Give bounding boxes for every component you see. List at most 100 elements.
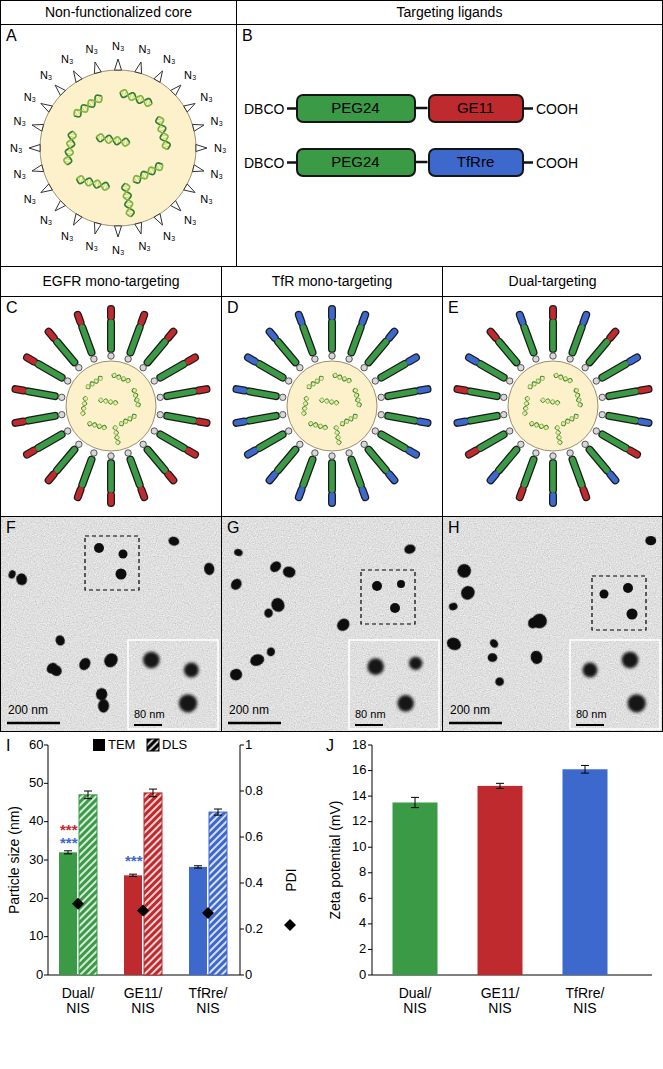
ligand-outline bbox=[524, 327, 533, 352]
error-cap bbox=[194, 868, 202, 869]
ligand-fill bbox=[141, 315, 144, 323]
dna-helix bbox=[131, 387, 141, 407]
dna-helix bbox=[522, 396, 530, 416]
error-cap bbox=[149, 789, 157, 790]
dna-helix bbox=[553, 372, 573, 383]
ligand-fill bbox=[583, 315, 586, 323]
linker-knob bbox=[329, 453, 335, 459]
ligand-outline bbox=[388, 391, 415, 396]
linker-knob bbox=[361, 364, 367, 370]
helix-strand bbox=[80, 396, 88, 416]
nanoparticle-dot bbox=[95, 688, 107, 701]
bond-line bbox=[287, 161, 296, 164]
nanoparticle-dot bbox=[367, 658, 384, 675]
linker-knob bbox=[108, 453, 114, 459]
dna-helix bbox=[555, 425, 563, 445]
significance-mark: *** bbox=[60, 834, 78, 851]
ligand-outline bbox=[491, 332, 496, 338]
ligand-fill bbox=[590, 342, 607, 363]
azide-label: N₃ bbox=[200, 193, 212, 206]
azide-label: N₃ bbox=[61, 53, 73, 66]
azide-spike bbox=[154, 71, 163, 82]
linker-knob bbox=[151, 378, 157, 384]
ligand-outline bbox=[369, 342, 386, 363]
tem-background bbox=[223, 518, 442, 731]
linker-knob bbox=[593, 428, 599, 434]
ligand-outline bbox=[38, 364, 61, 378]
dna-helix bbox=[527, 375, 546, 390]
linker-knob bbox=[151, 428, 157, 434]
tick bbox=[368, 872, 372, 873]
ligand-fill bbox=[199, 421, 207, 422]
dna-helix bbox=[119, 88, 154, 107]
azide-label: N₃ bbox=[13, 115, 25, 128]
ligand-fill bbox=[270, 474, 275, 480]
dna-helix bbox=[98, 398, 118, 406]
category-label: GE11/ NIS bbox=[117, 986, 169, 1017]
linker-knob bbox=[59, 394, 65, 400]
linker-knob bbox=[506, 378, 512, 384]
nanoparticle-dot bbox=[143, 652, 160, 669]
dna-helix bbox=[111, 372, 131, 383]
tick-label: 0 bbox=[359, 968, 366, 983]
ligand-outline bbox=[549, 309, 557, 317]
zoom-box bbox=[361, 570, 415, 624]
tick-label: 10 bbox=[352, 840, 366, 855]
azide-label: N₃ bbox=[138, 43, 150, 56]
dna-helix bbox=[85, 375, 104, 390]
panel-cell: H bbox=[442, 516, 663, 732]
azide-label: N₃ bbox=[24, 193, 36, 206]
linker-knob bbox=[64, 428, 70, 434]
tick-label: 2 bbox=[359, 942, 366, 957]
dna-helix bbox=[96, 133, 131, 147]
ligand-fill bbox=[249, 416, 276, 421]
segment-label: PEG24 bbox=[331, 153, 379, 170]
azide-spike bbox=[55, 85, 65, 95]
nanoparticle-dot bbox=[583, 663, 598, 678]
helix-strand bbox=[98, 398, 118, 406]
tick bbox=[44, 936, 48, 937]
ligand-outline bbox=[583, 490, 586, 498]
ligand-fill bbox=[420, 389, 428, 390]
ligand-outline bbox=[457, 389, 465, 390]
ligand-fill bbox=[389, 474, 394, 480]
ligand-outline bbox=[381, 435, 404, 449]
panel-letter: E bbox=[448, 299, 459, 317]
ligand-outline bbox=[590, 450, 607, 471]
inset-frame bbox=[128, 640, 218, 729]
ligand-outline bbox=[389, 332, 394, 338]
ligand-outline bbox=[49, 332, 54, 338]
ligand-fill bbox=[590, 450, 607, 471]
helix-strand bbox=[319, 398, 339, 406]
ligand-fill bbox=[491, 332, 496, 338]
ligand-fill bbox=[572, 327, 581, 352]
helix-strand bbox=[522, 396, 530, 416]
tick-label: 6 bbox=[359, 891, 366, 906]
ligand-outline bbox=[362, 315, 365, 323]
nanoparticle-dot bbox=[94, 543, 104, 553]
helix-strand bbox=[63, 131, 77, 166]
ligand-fill bbox=[329, 322, 335, 349]
tem-micrograph bbox=[223, 518, 442, 731]
ligand-fill bbox=[520, 490, 523, 498]
linker-knob bbox=[59, 411, 65, 417]
azide-spike bbox=[184, 104, 195, 113]
error-bar bbox=[585, 765, 586, 773]
ligand-fill bbox=[248, 358, 255, 362]
core-circle bbox=[40, 70, 196, 226]
end-group-label: DBCO bbox=[244, 101, 284, 117]
linker-knob bbox=[582, 441, 588, 447]
error-cap bbox=[581, 765, 589, 766]
ligand-outline bbox=[49, 474, 54, 480]
segment-label: PEG24 bbox=[331, 99, 379, 116]
helix-strand bbox=[308, 421, 328, 431]
error-bar bbox=[415, 797, 416, 807]
linker-knob bbox=[297, 364, 303, 370]
dls-bar bbox=[209, 812, 227, 975]
ligand-outline bbox=[328, 495, 336, 503]
panel-header: TfR mono-targeting bbox=[221, 266, 443, 297]
ligand-outline bbox=[520, 490, 523, 498]
ligand-outline bbox=[351, 327, 360, 352]
ligand-outline bbox=[28, 391, 55, 396]
ligand-fill bbox=[630, 451, 637, 455]
